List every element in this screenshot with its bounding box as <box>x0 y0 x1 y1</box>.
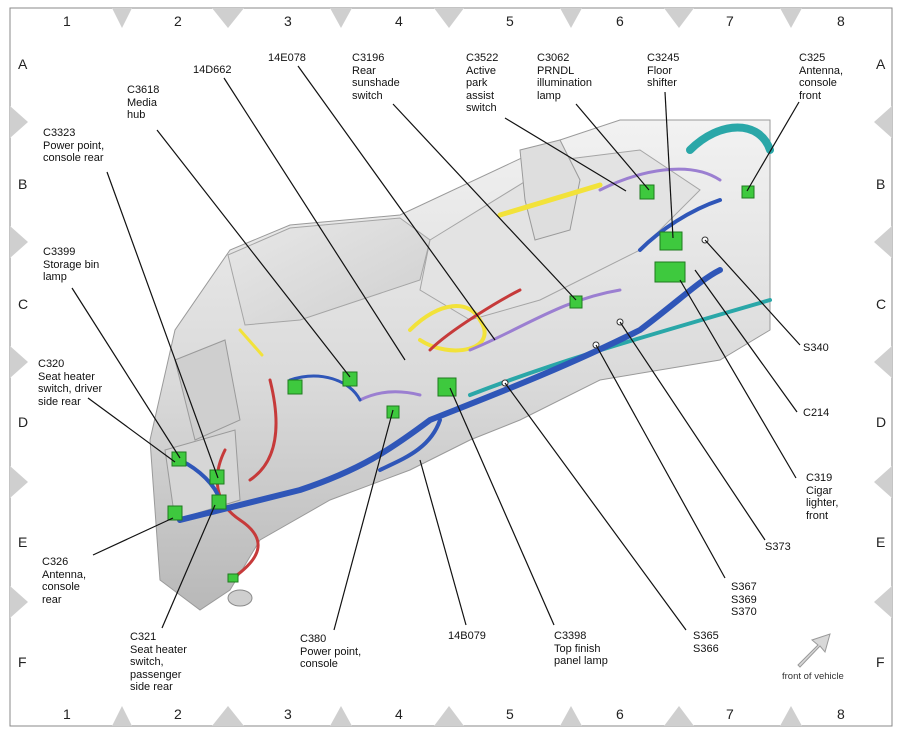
grid-row-b-right: B <box>876 176 886 192</box>
grid-col-7-bottom: 7 <box>726 706 734 722</box>
label-c3196: C3196 Rear sunshade switch <box>352 52 400 102</box>
grid-col-4-bottom: 4 <box>395 706 403 722</box>
label-s365-s366: S365 S366 <box>693 630 719 655</box>
label-14d662: 14D662 <box>193 64 232 76</box>
label-c3323: C3323 Power point, console rear <box>43 127 105 164</box>
label-14b079: 14B079 <box>448 630 486 642</box>
grid-col-7-top: 7 <box>726 13 734 29</box>
label-14e078: 14E078 <box>268 52 306 64</box>
grid-row-a-right: A <box>876 56 886 72</box>
label-c380: C380 Power point, console <box>300 633 362 670</box>
purple-harness <box>468 288 622 352</box>
grid-row-a-left: A <box>18 56 28 72</box>
grid-col-8-bottom: 8 <box>837 706 845 722</box>
label-s373: S373 <box>765 541 791 553</box>
label-c214: C214 <box>803 407 830 419</box>
label-c321: C321 Seat heater switch, passenger side … <box>130 631 187 693</box>
label-s367-s369-s370: S367 S369 S370 <box>731 581 757 618</box>
center-console <box>149 119 771 611</box>
label-s340: S340 <box>803 342 829 354</box>
grid-col-1-bottom: 1 <box>63 706 71 722</box>
grid-tick-markers <box>10 8 892 726</box>
grid-row-f-left: F <box>18 654 27 670</box>
label-c326: C326 Antenna, console rear <box>42 556 87 606</box>
grid-col-8-top: 8 <box>837 13 845 29</box>
grid-col-2-bottom: 2 <box>174 706 182 722</box>
leader-lines <box>71 65 801 631</box>
grid-row-d-left: D <box>18 414 29 430</box>
grid-col-4-top: 4 <box>395 13 403 29</box>
grid-col-1-top: 1 <box>63 13 71 29</box>
label-c319: C319 Cigar lighter, front <box>806 472 839 522</box>
label-c3398: C3398 Top finish panel lamp <box>554 630 608 667</box>
grid-col-5-bottom: 5 <box>506 706 514 722</box>
label-c3522: C3522 Active park assist switch <box>466 52 499 114</box>
grid-col-5-top: 5 <box>506 13 514 29</box>
grid-row-b-left: B <box>18 176 28 192</box>
label-c325: C325 Antenna, console front <box>799 52 844 102</box>
grid-col-3-bottom: 3 <box>284 706 292 722</box>
grid-row-e-right: E <box>876 534 886 550</box>
grid-row-f-right: F <box>876 654 885 670</box>
connector-blocks <box>167 184 755 583</box>
blue-harness <box>177 267 723 523</box>
label-c3618: C3618 Media hub <box>127 84 160 121</box>
grid-row-e-left: E <box>18 534 28 550</box>
grid-row-d-right: D <box>876 414 887 430</box>
label-c3399: C3399 Storage bin lamp <box>43 246 100 283</box>
front-of-vehicle-label: front of vehicle <box>782 671 844 682</box>
grid-row-c-right: C <box>876 296 887 312</box>
grid-col-3-top: 3 <box>284 13 292 29</box>
label-c320: C320 Seat heater switch, driver side rea… <box>38 358 103 408</box>
grid-col-6-top: 6 <box>616 13 624 29</box>
front-arrow-icon <box>797 633 831 668</box>
grid-col-2-top: 2 <box>174 13 182 29</box>
label-c3245: C3245 Floor shifter <box>647 52 680 89</box>
grid-col-6-bottom: 6 <box>616 706 624 722</box>
label-c3062: C3062 PRNDL illumination lamp <box>537 52 593 102</box>
grid-row-c-left: C <box>18 296 29 312</box>
